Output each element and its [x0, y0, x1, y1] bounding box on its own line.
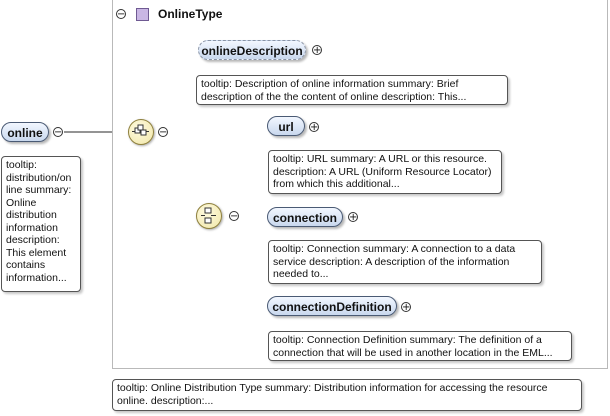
element-url[interactable]: url [267, 116, 305, 136]
tooltip-online-type: tooltip: Online Distribution Type summar… [112, 379, 582, 411]
tooltip-url: tooltip: URL summary: A URL or this reso… [268, 150, 502, 194]
tooltip-connection: tooltip: Connection summary: A connectio… [268, 240, 542, 284]
choice-compositor-icon[interactable] [196, 203, 222, 229]
type-title: OnlineType [158, 7, 223, 21]
expand-plus-icon[interactable]: + [348, 212, 358, 223]
tooltip-connection-definition: tooltip: Connection Definition summary: … [268, 331, 572, 361]
collapse-minus-icon[interactable]: − [229, 211, 239, 222]
tooltip-online: tooltip: distribution/on line summary: O… [1, 156, 81, 292]
online-type-header: − OnlineType [112, 0, 606, 28]
expand-plus-icon[interactable]: + [401, 302, 411, 313]
collapse-minus-icon[interactable]: − [53, 127, 63, 138]
expand-plus-icon[interactable]: + [312, 45, 322, 56]
sequence-compositor-icon[interactable] [128, 119, 154, 145]
element-online-description[interactable]: onlineDescription [198, 40, 306, 60]
element-connection-definition[interactable]: connectionDefinition [267, 296, 397, 316]
collapse-minus-icon[interactable]: − [116, 9, 126, 20]
complex-type-icon [136, 8, 149, 21]
expand-plus-icon[interactable]: + [309, 122, 319, 133]
tooltip-online-description: tooltip: Description of online informati… [196, 75, 508, 105]
collapse-minus-icon[interactable]: − [158, 127, 168, 138]
element-online[interactable]: online [1, 122, 49, 142]
element-connection[interactable]: connection [267, 207, 343, 227]
